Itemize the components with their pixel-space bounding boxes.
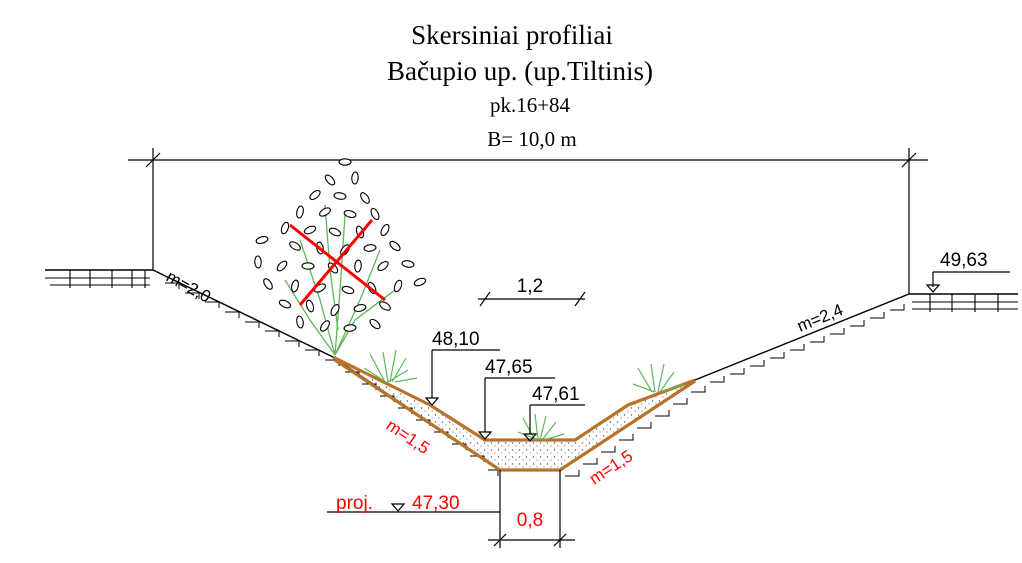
leaf-shape [296, 205, 304, 219]
slope-label-left-upper: m=2,0 [163, 267, 214, 307]
design-level-prefix: proj. [336, 493, 373, 514]
leaf-shape [379, 301, 391, 311]
leaf-shape [301, 262, 315, 270]
leaf-shape [276, 260, 288, 272]
leaf-shape [324, 174, 336, 186]
level-marker-bank-right [925, 271, 1010, 293]
level-label-bank-right: 49,63 [940, 250, 988, 271]
leaf-shape [369, 318, 381, 330]
leaf-shape [296, 315, 304, 329]
ground-hatch-left [45, 270, 150, 288]
grass-icon [517, 413, 565, 441]
drawing-title: Skersiniai profiliai [411, 20, 613, 50]
removal-cross-icon [289, 219, 386, 306]
width-label: B= 10,0 m [487, 127, 576, 151]
leaf-shape [303, 225, 317, 235]
leaf-shape [255, 235, 269, 245]
grass-icon [363, 349, 418, 383]
leaf-shape [320, 320, 330, 332]
bottom-width-label: 0,8 [517, 510, 543, 531]
leaf-shape [309, 189, 321, 201]
leaf-shape [354, 259, 362, 273]
water-width-dimension [478, 291, 586, 307]
width-dimension-line [128, 148, 928, 294]
level-label-3: 47,61 [532, 384, 580, 405]
level-marker-3 [522, 404, 585, 442]
leaf-shape [341, 285, 355, 295]
leaf-shape [319, 207, 331, 217]
leaf-shape [360, 192, 370, 204]
station-label: pk.16+84 [490, 93, 571, 117]
leaf-shape [289, 241, 301, 251]
ground-hatch-right-slope [565, 304, 905, 477]
level-marker-1 [424, 349, 500, 406]
channel-lining [332, 355, 696, 472]
leaf-shape [343, 209, 357, 219]
ground-hatch-right [912, 294, 1018, 312]
leaf-shape [370, 207, 380, 221]
leaf-shape [328, 227, 342, 237]
leaf-shape [351, 171, 359, 185]
leaf-shape [353, 304, 367, 312]
leaf-shape [343, 324, 357, 332]
leaf-shape [401, 260, 415, 268]
channel-fill [333, 357, 695, 470]
leaf-shape [338, 158, 352, 166]
design-level-marker [327, 503, 500, 513]
leaf-shape [389, 240, 401, 252]
design-level-value: 47,30 [412, 493, 460, 514]
leaf-shape [291, 279, 299, 293]
leaf-shape [380, 223, 390, 237]
leaf-shape [263, 278, 273, 290]
tree-icon [254, 158, 427, 356]
bottom-width-dimension [488, 470, 575, 548]
level-label-2: 47,65 [485, 357, 533, 378]
leaf-shape [413, 277, 427, 287]
leaf-shape [333, 192, 347, 200]
level-label-1: 48,10 [432, 329, 480, 350]
level-marker-2 [477, 377, 555, 440]
leaf-shape [393, 279, 403, 293]
leaf-shape [254, 255, 262, 269]
leaf-shape [280, 221, 290, 235]
leaf-shape [330, 303, 340, 317]
slope-label-right-lower: m=1,5 [586, 446, 636, 488]
leaf-shape [305, 299, 315, 313]
leaf-shape [278, 299, 292, 309]
river-name: Bačupio up. (up.Tiltinis) [387, 56, 653, 86]
water-width-label: 1,2 [517, 276, 543, 297]
leaf-shape [363, 244, 377, 252]
grass-icon [632, 363, 685, 393]
leaf-shape [377, 260, 389, 272]
